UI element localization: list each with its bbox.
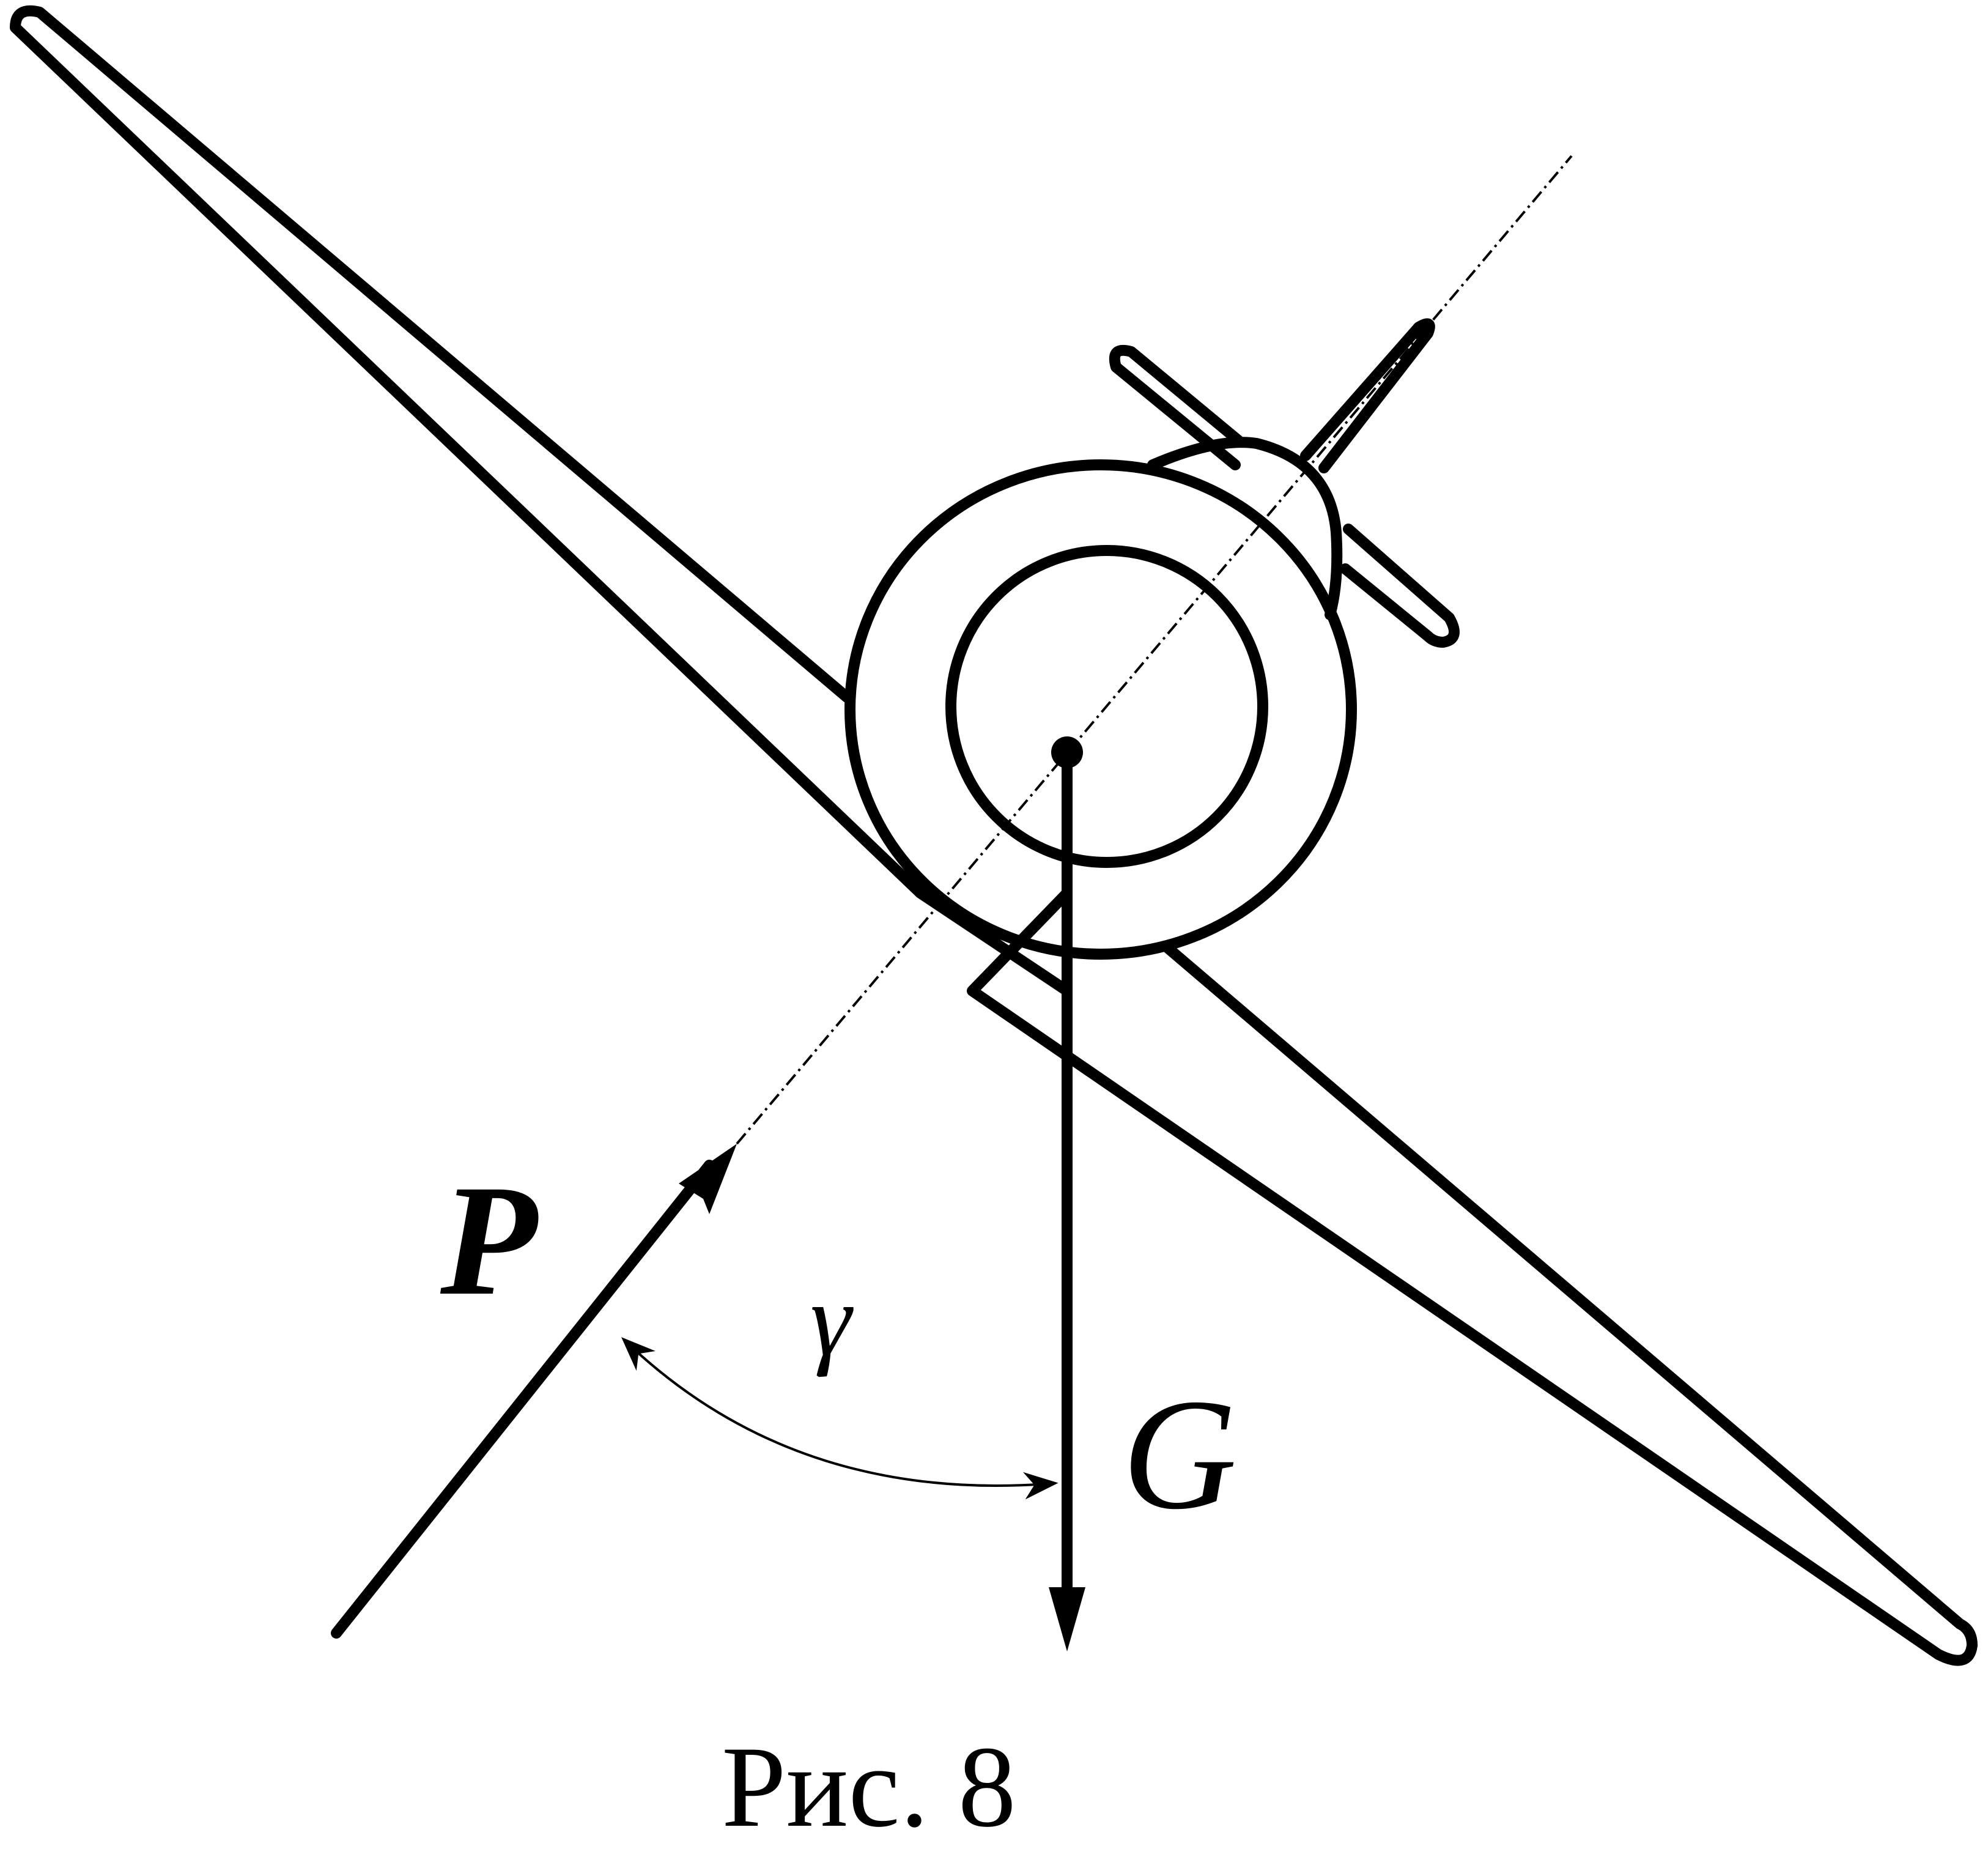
fuselage-inner-circle xyxy=(945,545,1268,868)
gamma-angle-arc xyxy=(621,1337,1059,1500)
figure-caption: Рис. 8 xyxy=(722,1723,1016,1849)
label-p: P xyxy=(438,1152,540,1328)
center-of-mass-dot xyxy=(1051,736,1083,768)
main-wing xyxy=(10,5,1978,1666)
force-p-arrow xyxy=(331,1144,737,1639)
axis-line xyxy=(736,155,1573,1145)
force-g-arrow xyxy=(1049,747,1085,1651)
label-gamma: γ xyxy=(810,1262,854,1377)
fuselage-outer-circle xyxy=(844,459,1357,960)
label-g: G xyxy=(1122,1366,1237,1543)
tail-stabilizer xyxy=(1109,344,1460,648)
